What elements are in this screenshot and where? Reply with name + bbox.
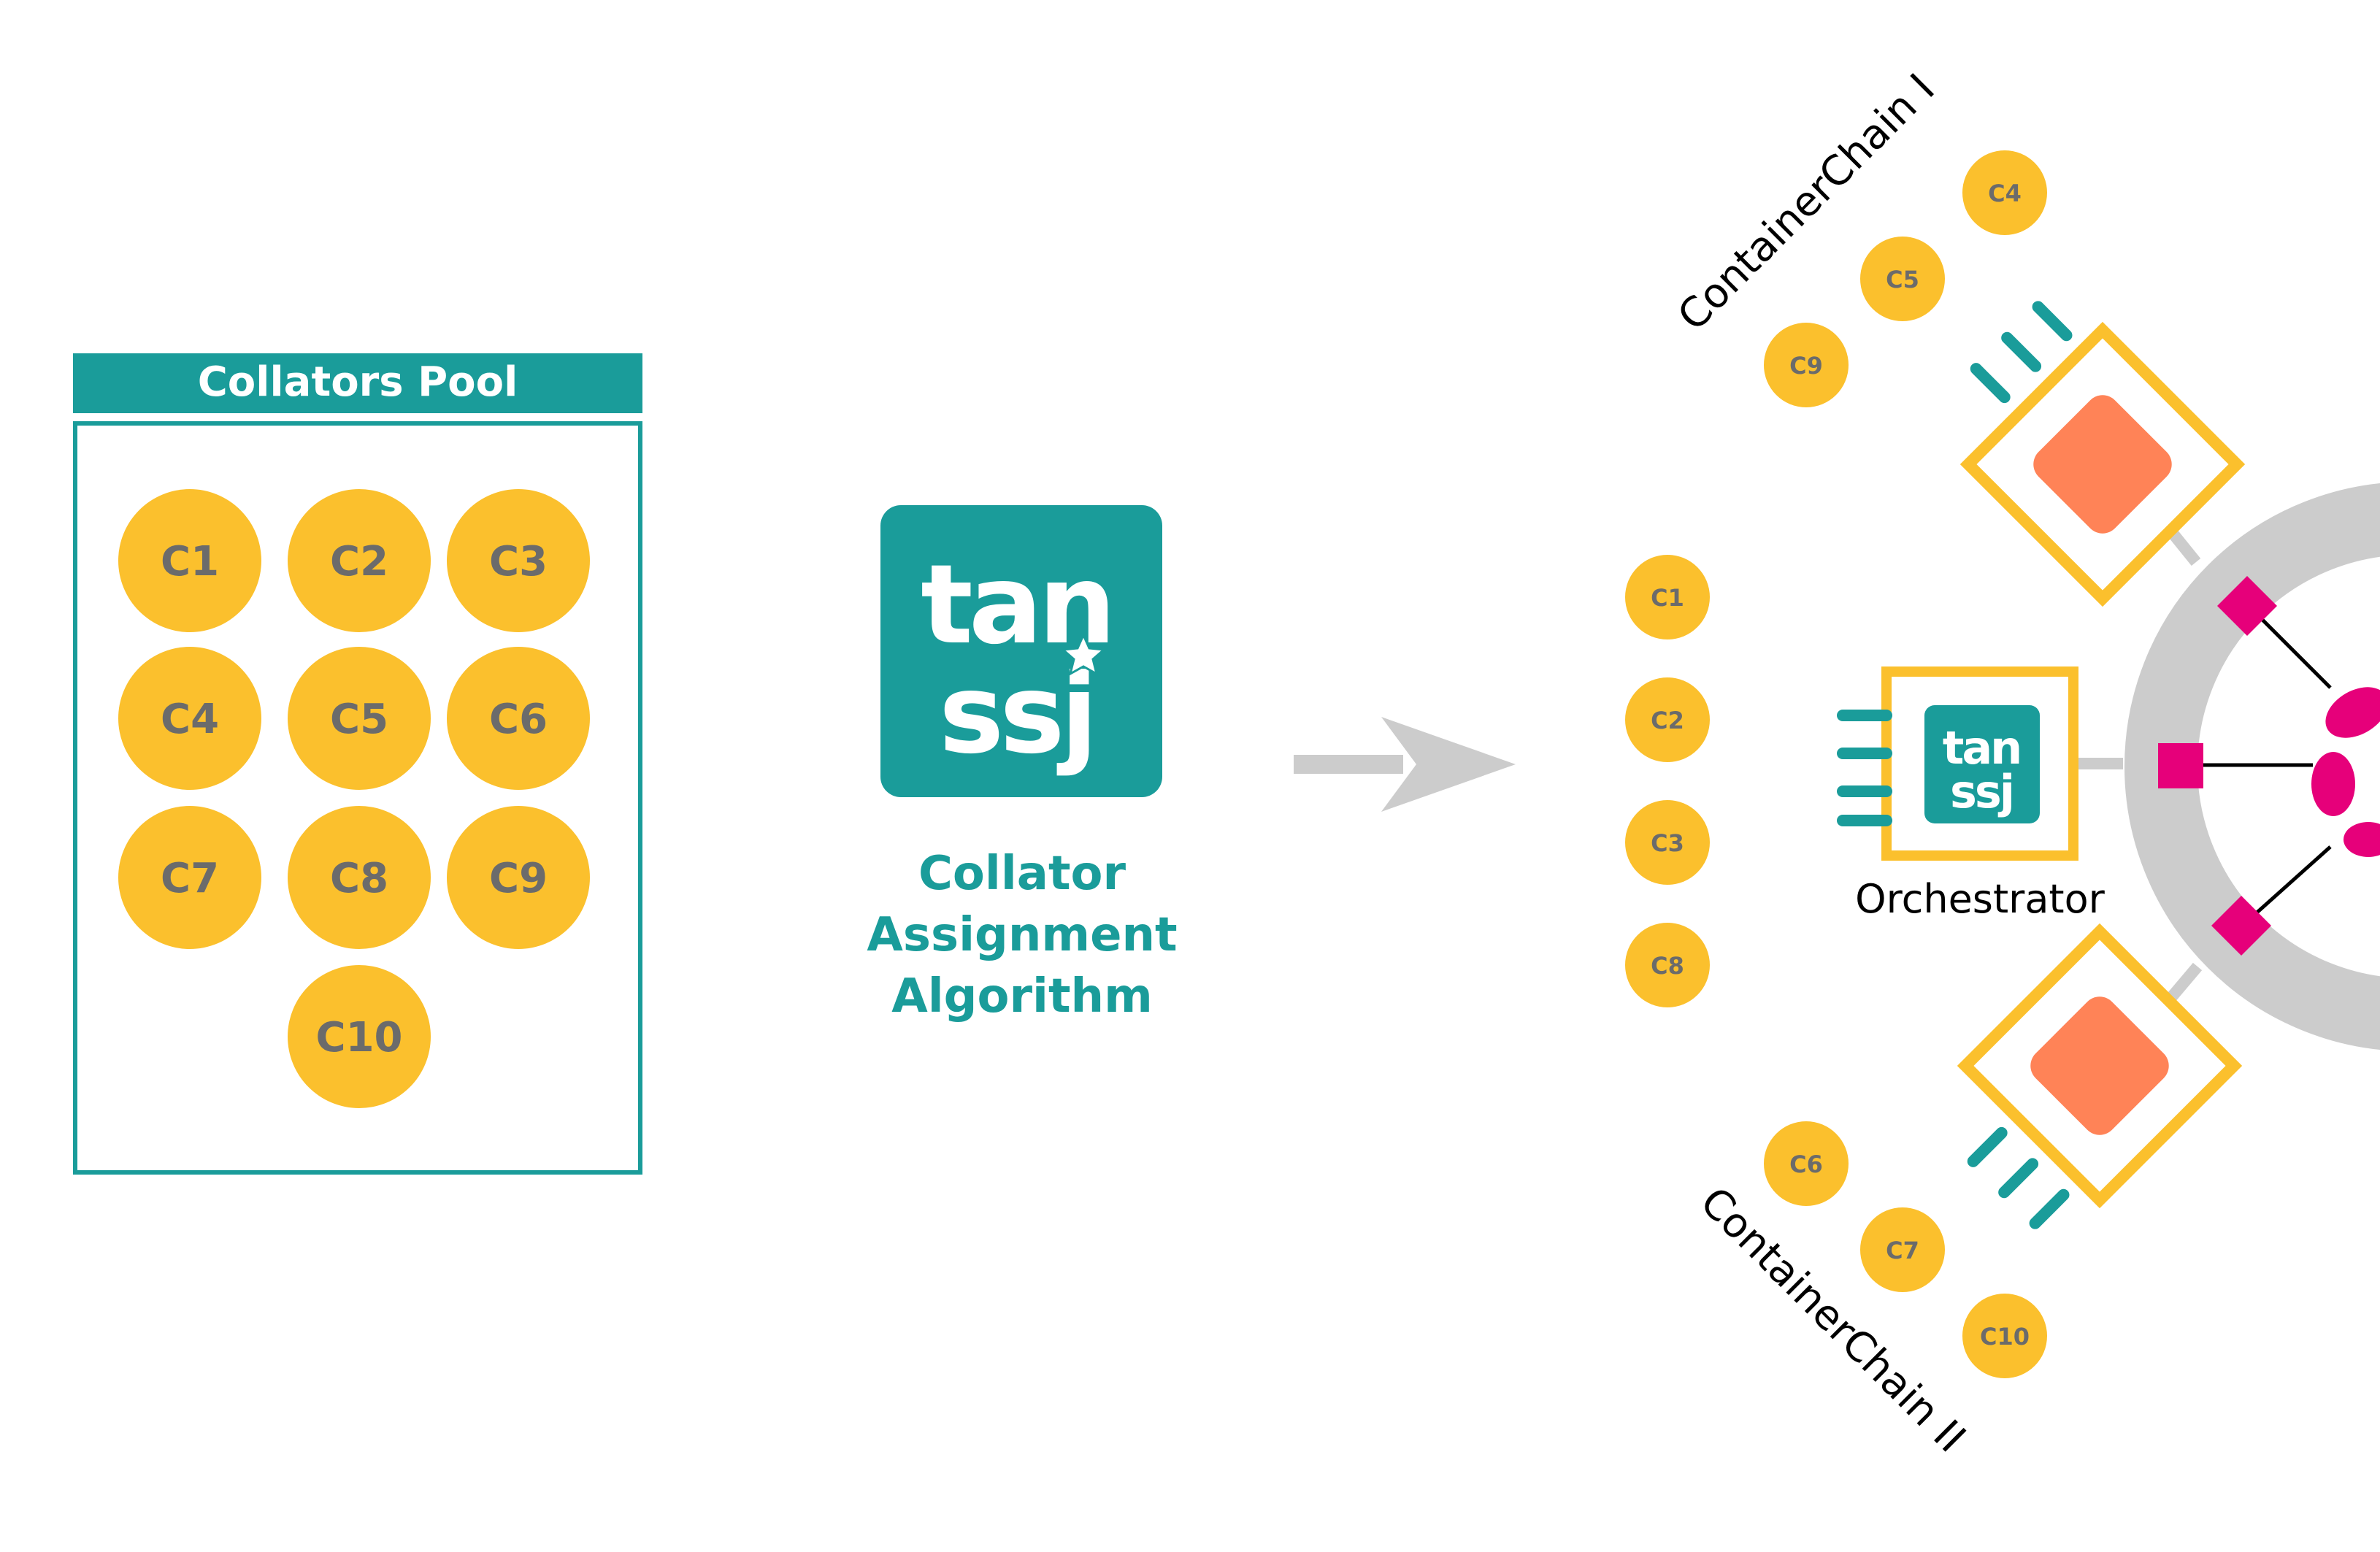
pool-collator-label: C9 [489, 855, 548, 902]
svg-text:C9: C9 [1789, 352, 1823, 380]
algorithm-caption-line3: Algorithm [891, 969, 1153, 1023]
tanssi-logo [880, 505, 1162, 797]
pool-box [73, 421, 642, 1175]
pool-collator-label: C5 [330, 696, 388, 743]
pool-collator: C8 [288, 806, 431, 949]
pool-collator: C7 [118, 806, 261, 949]
pool-header [73, 353, 642, 413]
pool-collator: C5 [288, 647, 431, 790]
svg-text:C4: C4 [1988, 180, 2022, 207]
chain2-collator: C6 [1764, 1121, 1849, 1206]
orchestrator: tan ssj Orchestrator C1 C2 C3 C8 [1625, 555, 2123, 1007]
container-chain-1-core [2033, 395, 2172, 534]
collators-pool: Collators Pool C1 C2 C3 C4 C5 C6 C7 [73, 353, 642, 1175]
svg-text:C6: C6 [1789, 1150, 1823, 1178]
pool-collator-label: C1 [161, 538, 219, 585]
orchestrator-logo-bottom: ssj [1950, 765, 2013, 818]
pool-collator-label: C8 [330, 855, 388, 902]
algorithm-block: tan ssj Collator Assignment Algorithm [867, 505, 1178, 1023]
pool-title: Collators Pool [198, 358, 518, 406]
pool-collator: C9 [447, 806, 590, 949]
pool-collator: C6 [447, 647, 590, 790]
orchestrator-label: Orchestrator [1855, 876, 2105, 922]
orchestrator-collator: C1 [1625, 555, 1710, 639]
svg-text:C10: C10 [1980, 1323, 2030, 1351]
orchestrator-collator: C8 [1625, 923, 1710, 1007]
container-chain-2-core [2030, 996, 2169, 1135]
pool-collator: C2 [288, 489, 431, 632]
algorithm-caption-line2: Assignment [867, 908, 1177, 962]
pool-collator-label: C10 [315, 1014, 402, 1061]
chain1-collator: C9 [1764, 323, 1849, 407]
container-chain-2: ContainerChain II C6 C7 C10 [1691, 923, 2243, 1461]
svg-text:C2: C2 [1651, 707, 1684, 734]
orchestrator-collator: C2 [1625, 677, 1710, 762]
svg-text:C3: C3 [1651, 829, 1684, 857]
orchestrator-logo-top: tan [1943, 721, 2021, 775]
svg-text:C8: C8 [1651, 952, 1684, 980]
pool-collator: C3 [447, 489, 590, 632]
chain2-collator: C7 [1860, 1207, 1945, 1292]
pool-collator: C10 [288, 965, 431, 1108]
pool-collator: C1 [118, 489, 261, 632]
flow-arrow [1294, 717, 1516, 812]
svg-text:C5: C5 [1886, 266, 1919, 293]
pool-collator-label: C7 [161, 855, 219, 902]
algorithm-caption-line1: Collator [918, 847, 1126, 901]
pool-collator-label: C2 [330, 538, 388, 585]
orchestrator-logo [1924, 705, 2040, 823]
container-chain-1: ContainerChain I C4 C5 C9 [1669, 65, 2246, 607]
pool-collator-label: C3 [489, 538, 548, 585]
arrow-head-icon [1381, 717, 1516, 812]
star-icon [1060, 632, 1107, 676]
svg-text:C1: C1 [1651, 584, 1684, 612]
relay-chain [2124, 483, 2380, 1050]
chain1-collator: C5 [1860, 237, 1945, 321]
polkadot-icon [2325, 687, 2380, 738]
chain2-collator: C10 [1962, 1294, 2047, 1378]
pool-collator-label: C6 [489, 696, 548, 743]
pool-collator: C4 [118, 647, 261, 790]
socket-middle [2158, 743, 2203, 788]
pool-collator-label: C4 [161, 696, 219, 743]
svg-text:C7: C7 [1886, 1237, 1919, 1264]
orchestrator-collator: C3 [1625, 800, 1710, 885]
chain1-collator: C4 [1962, 150, 2047, 235]
